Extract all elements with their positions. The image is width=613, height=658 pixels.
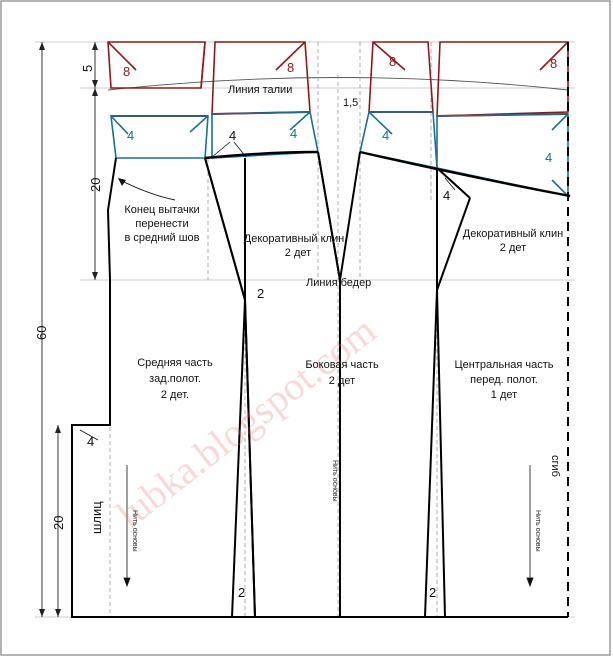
band-mark-2: 4 <box>290 126 297 141</box>
front-center-line-3: 1 дет <box>491 389 517 401</box>
dart-mark-1: 4 <box>229 128 236 143</box>
yoke-mark-2: 8 <box>287 60 294 75</box>
dart-note-line-2: перенести <box>135 218 188 230</box>
yoke-mark-3: 8 <box>389 54 396 69</box>
dimension-arrows <box>39 42 98 617</box>
dim-total: 60 <box>34 326 49 340</box>
deco-wedge-right-line-2: 2 дет <box>500 242 526 254</box>
dart-note-arrowhead <box>118 178 126 186</box>
waist-line-label: Линия талии <box>228 84 292 96</box>
dim-upper: 20 <box>88 178 103 192</box>
grain-arrows <box>123 465 534 588</box>
yoke-mark-1: 8 <box>123 64 130 79</box>
deco-wedge-left-line-1: Декоративный клин <box>244 233 344 245</box>
waist-drop-label: 1,5 <box>343 97 358 109</box>
back-middle-line-3: 2 дет. <box>161 389 189 401</box>
pattern-outlines <box>71 150 571 618</box>
hip-line-label: Линия бедер <box>306 277 371 289</box>
back-middle-line-1: Средняя часть <box>137 357 213 369</box>
side-piece-line-1: Боковая часть <box>305 359 379 371</box>
mark-pointers <box>79 141 456 441</box>
band-mark-4: 4 <box>545 150 552 165</box>
hem-mark-left: 2 <box>238 585 245 600</box>
fold-label: сгиб <box>549 455 561 477</box>
dart-note-line-1: Конец вытачки <box>124 204 199 216</box>
top-yokes <box>107 41 569 117</box>
slit-mark: 4 <box>87 434 94 449</box>
back-middle-line-2: зад.полот. <box>149 373 201 385</box>
dart-mark-2: 4 <box>443 188 450 203</box>
grain-label-side: Нить основы <box>331 460 338 502</box>
dim-top-band: 5 <box>80 65 95 72</box>
deco-wedge-left-line-2: 2 дет <box>285 247 311 259</box>
front-center-line-1: Центральная часть <box>454 359 553 371</box>
dimension-lines <box>41 42 96 617</box>
front-center-line-2: перед. полот. <box>470 374 538 386</box>
yoke-mark-4: 8 <box>550 56 557 71</box>
dim-slit-length: 20 <box>51 516 66 530</box>
deco-wedge-right-line-1: Декоративный клин <box>463 228 563 240</box>
grain-label-front: Нить основы <box>534 510 541 552</box>
dart-note-arrow <box>119 179 176 201</box>
hip-mark-side: 2 <box>257 286 264 301</box>
slit-label: шлиц <box>89 501 104 534</box>
band-mark-1: 4 <box>127 128 134 143</box>
side-piece-line-2: 2 дет <box>329 375 355 387</box>
waist-curve <box>107 77 569 91</box>
hem-mark-right: 2 <box>429 585 436 600</box>
grain-label-back: Нить основы <box>131 510 138 552</box>
band-mark-3: 4 <box>382 128 389 143</box>
dart-note-line-3: в средний шов <box>124 232 199 244</box>
